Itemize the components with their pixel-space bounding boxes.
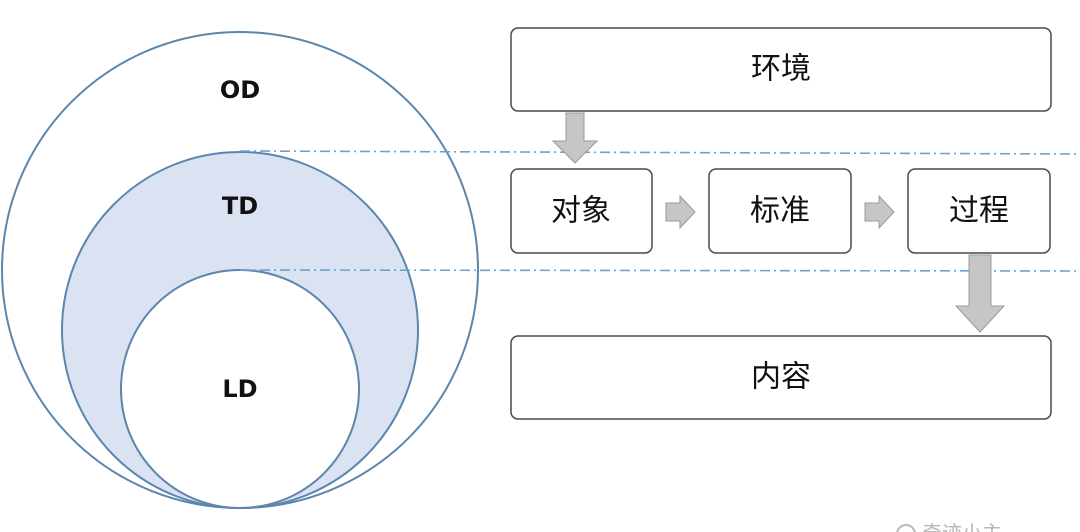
process-box: 过程	[907, 168, 1051, 254]
object-box: 对象	[510, 168, 653, 254]
watermark: 奇迹小主	[896, 521, 1002, 532]
td-label: TD	[222, 192, 258, 220]
guide-line-middle	[239, 269, 1080, 272]
arrow-right-object-to-standard	[665, 194, 696, 230]
content-box: 内容	[510, 335, 1052, 420]
content-label: 内容	[751, 360, 811, 395]
standard-label: 标准	[750, 194, 810, 229]
arrow-right-standard-to-process	[864, 194, 895, 230]
watermark-logo-icon	[896, 524, 916, 532]
process-label: 过程	[949, 194, 1009, 229]
od-label: OD	[220, 76, 260, 104]
arrow-down-environment-to-object	[551, 112, 599, 164]
guide-line-top	[239, 150, 1080, 155]
standard-box: 标准	[708, 168, 852, 254]
object-label: 对象	[551, 194, 611, 229]
environment-box: 环境	[510, 27, 1052, 112]
arrow-down-process-to-content	[954, 254, 1006, 333]
ld-label: LD	[222, 375, 257, 403]
environment-label: 环境	[751, 52, 811, 87]
watermark-text: 奇迹小主	[922, 521, 1002, 532]
